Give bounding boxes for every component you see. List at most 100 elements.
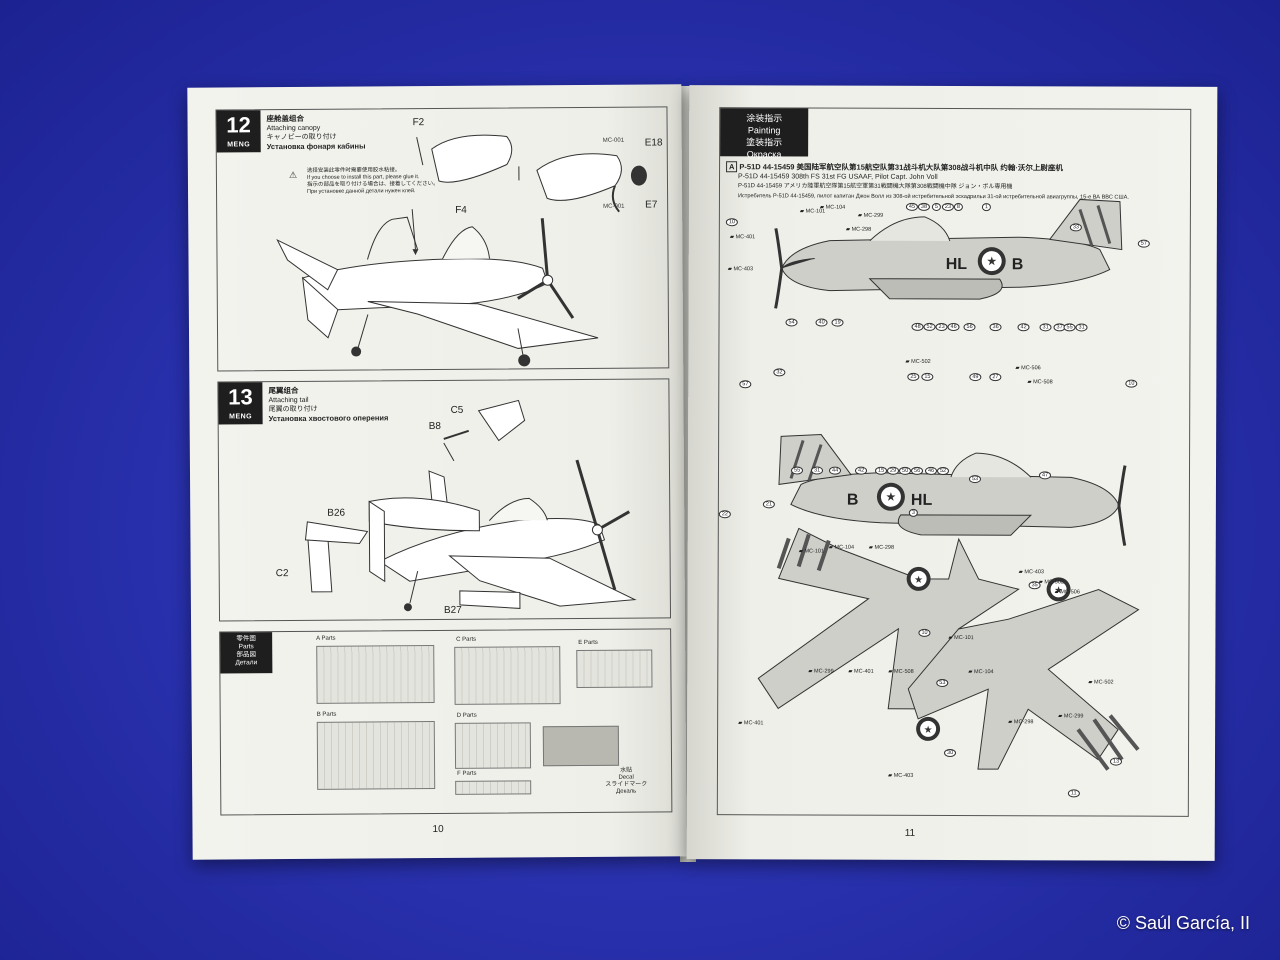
callout-number: 23: [935, 322, 948, 331]
paint-code-chip: ▰ MC-298: [1008, 719, 1034, 726]
paint-code-chip: ▰ MC-298: [845, 226, 872, 233]
step-13-drawing: [304, 399, 637, 612]
paint-code-chip: ▰ MC-403: [887, 772, 914, 779]
callout-number: 30: [944, 748, 957, 758]
callout-number: 47: [1038, 471, 1052, 480]
callout-number: 48: [911, 322, 924, 331]
paint-code-chip: ▰ MC-506: [1054, 589, 1080, 596]
decal-en: Decal: [618, 774, 634, 781]
parts-badge: 零件图 Parts 部品図 Детали: [220, 632, 273, 674]
callout-number: 38: [917, 202, 931, 211]
callout-number: 44: [828, 466, 842, 475]
parts-title-ja: 部品図: [236, 651, 257, 659]
paint-code-chip: ▰ MC-299: [857, 212, 884, 219]
callout-number: 57: [1137, 239, 1150, 248]
callout-number: 55: [1063, 323, 1076, 332]
callout-number: 15: [874, 466, 888, 475]
callout-number: 56: [963, 323, 976, 332]
svg-text:★: ★: [914, 575, 923, 586]
step-12-drawing: [276, 134, 647, 367]
paint-code-chip: ▰ MC-401: [738, 720, 764, 727]
callout-number: 46: [924, 466, 938, 475]
callout-number: 22: [718, 510, 731, 519]
right-page: 涂装指示 Painting 塗装指示 Окраска A P-51D 44-15…: [686, 85, 1218, 861]
paint-code-chip: ▰ MC-403: [1018, 569, 1044, 576]
callout-number: 29: [886, 466, 900, 475]
parts-title-en: Parts: [238, 643, 254, 651]
marking-hl-mid: HL: [911, 492, 933, 509]
paint-code-chip: ▰ MC-299: [1058, 713, 1084, 720]
page-number-left: 10: [432, 823, 444, 836]
callout-number: 50: [898, 466, 912, 475]
marking-b-top: B: [1012, 256, 1024, 273]
parts-frame: 零件图 Parts 部品図 Детали A Parts C Parts E P…: [219, 628, 673, 816]
paint-code-chip: ▰ MC-508: [888, 668, 914, 675]
callout-number: 52: [936, 466, 950, 475]
sprue-label-f: F Parts: [457, 770, 477, 777]
right-profile-group: ★ B HL: [778, 434, 1127, 546]
callout-number: 31: [1039, 323, 1052, 332]
decal-ja: スライドマーク: [605, 781, 648, 788]
paint-code-chip: ▰ MC-298: [868, 544, 895, 551]
marking-b-mid: B: [847, 492, 859, 509]
callout-number: 10: [918, 628, 931, 637]
paint-code-chip: ▰ MC-401: [848, 668, 874, 675]
callout-number: 32: [773, 368, 786, 377]
callout-number: 13: [1109, 757, 1123, 766]
page-number-right: 11: [904, 827, 916, 839]
callout-number: 1: [981, 203, 992, 212]
paint-code-chip: ▰ MC-502: [1088, 679, 1114, 686]
callout-number: 42: [1017, 323, 1030, 332]
callout-number: 55: [790, 466, 804, 475]
sprue-label-d: D Parts: [456, 712, 477, 719]
parts-title-zh: 零件图: [236, 635, 256, 643]
sprue-b: [316, 721, 436, 790]
paint-code-chip: ▰ MC-101: [948, 634, 974, 642]
svg-text:★: ★: [986, 254, 997, 268]
sprue-label-b: B Parts: [316, 711, 337, 718]
step-13-frame: 13 MENG 尾翼组合 Attaching tail 尾翼の取り付け Уста…: [217, 378, 672, 622]
callout-number: 49: [969, 373, 982, 382]
callout-number: 54: [785, 318, 798, 327]
callout-number: 11: [1067, 789, 1080, 798]
callout-number: 8: [953, 203, 964, 212]
sprue-label-c: C Parts: [456, 636, 477, 643]
callout-number: 31: [810, 466, 824, 475]
callout-number: 40: [815, 318, 828, 327]
sprue-f: [455, 780, 532, 795]
callout-number: 46: [947, 322, 960, 332]
callout-number: 52: [923, 322, 936, 331]
callout-number: 10: [725, 218, 739, 227]
top-view-group: ★: [757, 527, 1020, 710]
svg-text:★: ★: [1054, 585, 1063, 596]
sprue-c: [454, 646, 561, 705]
decal-labels: 水贴 Decal スライドマーク Декаль: [605, 768, 647, 796]
sprue-a: [316, 645, 435, 704]
callout-number: 3: [908, 508, 918, 517]
parts-title-ru: Детали: [235, 659, 258, 667]
callout-number: 31: [1075, 323, 1088, 332]
callout-number: 45: [905, 202, 919, 211]
callout-number: 42: [854, 466, 868, 475]
sprue-label-e: E Parts: [578, 639, 598, 647]
decal-ru: Декаль: [616, 788, 637, 795]
callout-number: 23: [941, 202, 955, 212]
paint-code-chip: ▰ MC-299: [808, 668, 834, 675]
paint-code-chip: ▰ MC-508: [1027, 379, 1053, 386]
callout-number: 36: [989, 323, 1002, 332]
decal-sheet: [542, 725, 620, 767]
decal-zh: 水贴: [620, 767, 633, 774]
callout-number: 5: [931, 202, 942, 211]
step-12-frame: 12 MENG 座舱盖组合 Attaching canopy キャノピーの取り付…: [215, 106, 670, 372]
left-page: 12 MENG 座舱盖组合 Attaching canopy キャノピーの取り付…: [187, 84, 687, 860]
paint-code-chip: ▰ MC-502: [905, 358, 931, 365]
painting-frame: 涂装指示 Painting 塗装指示 Окраска A P-51D 44-15…: [716, 107, 1192, 817]
paint-code-chip: ▰ MC-403: [727, 266, 754, 273]
callout-number: 57: [739, 380, 752, 389]
callout-number: 25: [907, 372, 920, 381]
callout-number: 56: [910, 466, 924, 475]
sprue-d: [454, 722, 532, 769]
painting-drawing: ★ HL B ★ B HL: [757, 198, 1140, 771]
left-profile-group: ★ HL B: [774, 198, 1123, 309]
paint-code-chip: ▰ MC-101: [798, 548, 825, 555]
